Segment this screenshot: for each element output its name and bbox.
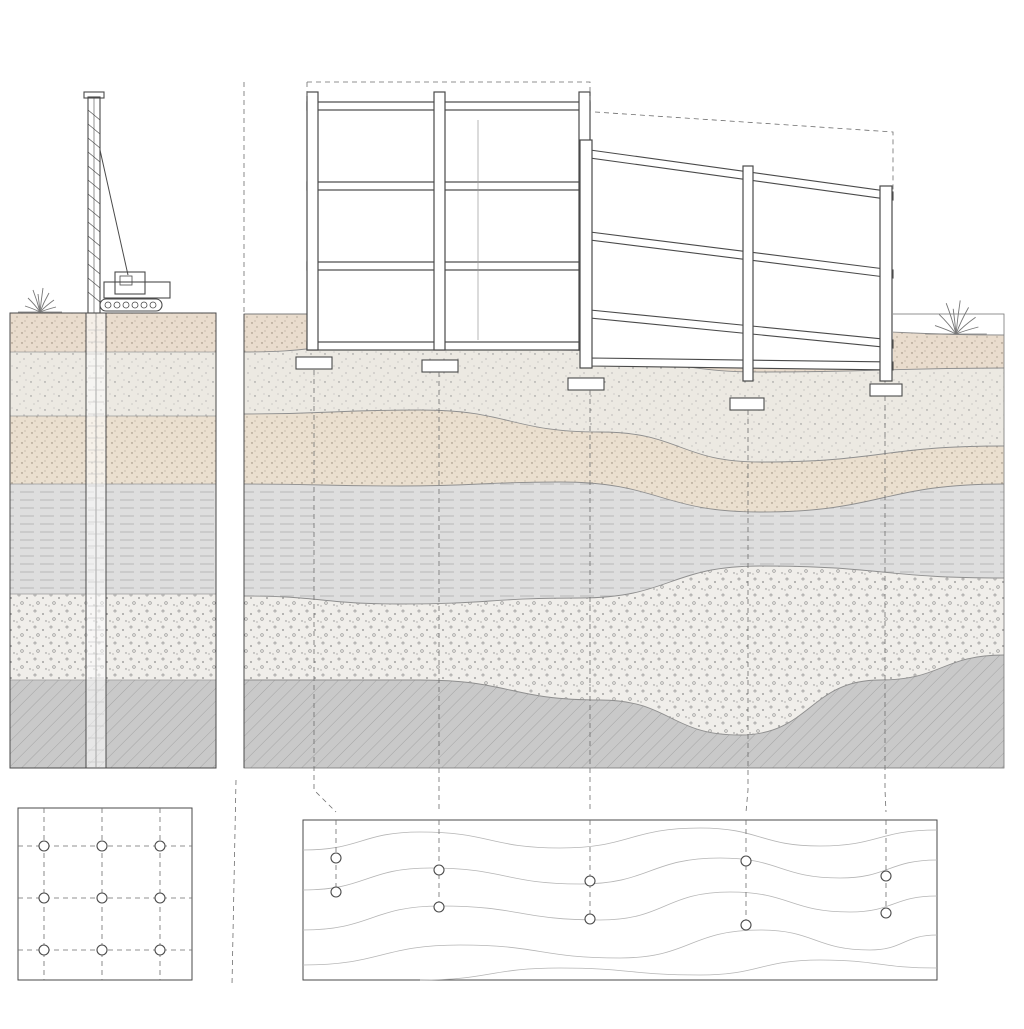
boring-point — [38, 892, 50, 904]
floor-slab — [306, 261, 591, 271]
shrub-icon — [925, 300, 987, 335]
pile-point — [880, 870, 892, 882]
pile-point — [330, 886, 342, 898]
shrub-branch — [39, 292, 50, 313]
envelope-outline — [307, 81, 591, 100]
projection-lines — [231, 82, 887, 986]
rig-track — [99, 298, 163, 312]
column — [433, 91, 446, 351]
soil-profile-section — [243, 313, 1005, 769]
boring-point — [96, 840, 108, 852]
topsoil-layer-texture — [10, 313, 216, 352]
shrub-branch — [955, 307, 969, 335]
column — [306, 91, 319, 351]
silty-sand-layer-texture — [10, 416, 216, 484]
building-cross-section — [295, 81, 903, 411]
drill-rig-icon — [70, 91, 180, 314]
boring-point — [38, 944, 50, 956]
shrub-branch — [955, 316, 976, 335]
gravel-layer-texture — [10, 594, 216, 680]
layer-boundary — [243, 565, 1005, 605]
pile-point — [584, 875, 596, 887]
layer-boundary — [243, 409, 1005, 463]
boring-point — [96, 944, 108, 956]
footing — [567, 377, 605, 391]
shrub-icon — [18, 287, 62, 313]
shrub-branch — [27, 297, 41, 313]
track-wheel — [122, 301, 130, 309]
floor-slab — [306, 101, 591, 111]
rig-body — [103, 281, 171, 299]
shrub-branch — [39, 299, 55, 313]
column — [879, 185, 893, 382]
pile-projection — [313, 370, 337, 813]
footing — [729, 397, 765, 411]
layer-boundary — [244, 654, 1005, 736]
pile-projection — [884, 396, 887, 813]
rig-cab — [114, 271, 146, 295]
mast-brace — [99, 149, 129, 276]
contour-line — [302, 891, 938, 931]
pile-point — [880, 907, 892, 919]
plan-frame — [302, 819, 938, 981]
boring-point — [96, 892, 108, 904]
envelope-outline — [594, 111, 894, 190]
layer-boundary — [243, 481, 1005, 513]
pile-point — [330, 852, 342, 864]
shrub-branch — [934, 325, 957, 335]
shrub-branch — [955, 326, 979, 335]
footing — [295, 356, 333, 370]
track-wheel — [104, 301, 112, 309]
pile-point — [433, 864, 445, 876]
boring-grid-plan — [17, 807, 193, 981]
shrub-branch — [24, 305, 41, 313]
contour-line — [302, 827, 938, 851]
pile-point — [584, 913, 596, 925]
pile-point — [433, 901, 445, 913]
track-wheel — [149, 301, 157, 309]
floor-slab — [306, 181, 591, 191]
sand-layer-texture — [10, 352, 216, 416]
track-wheel — [140, 301, 148, 309]
shrub-branch — [39, 287, 44, 313]
clay-layer-texture — [10, 484, 216, 594]
boring-point — [154, 892, 166, 904]
left-block-interior — [307, 98, 590, 348]
borehole-log-column — [9, 312, 217, 769]
track-wheel — [113, 301, 121, 309]
boring-point — [38, 840, 50, 852]
pile-point — [740, 855, 752, 867]
section-divider — [231, 779, 237, 986]
shrub-branch — [938, 314, 957, 335]
pile-point — [740, 919, 752, 931]
footing — [421, 359, 459, 373]
cab-window — [119, 275, 133, 286]
contour-line — [302, 857, 938, 891]
pile-contour-plan — [302, 819, 938, 981]
bedrock-layer-texture — [10, 680, 216, 768]
boring-point — [154, 944, 166, 956]
boring-point — [154, 840, 166, 852]
column — [579, 139, 593, 369]
shrub-branch — [39, 306, 57, 313]
footing — [869, 383, 903, 397]
shrub-branch — [955, 300, 961, 335]
contour-line — [302, 929, 938, 966]
floor-slab — [306, 341, 591, 351]
column — [742, 165, 754, 382]
pile-projection — [745, 410, 749, 813]
bedrock-layer-texture — [244, 655, 1004, 768]
contour-line — [419, 959, 938, 981]
track-wheel — [131, 301, 139, 309]
